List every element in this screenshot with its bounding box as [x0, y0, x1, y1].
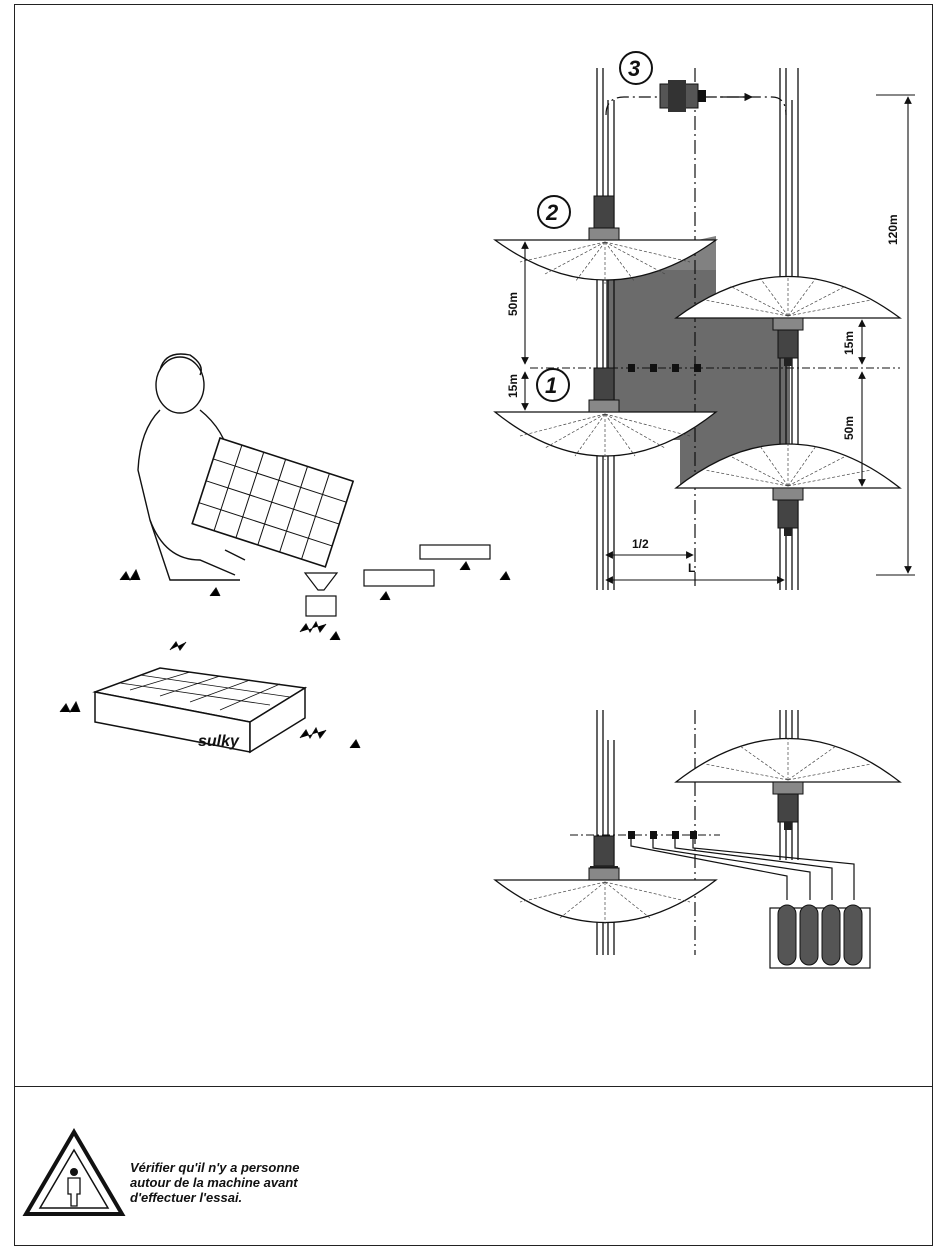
dimension-120m: [876, 95, 915, 575]
svg-text:2: 2: [545, 200, 559, 225]
brand-logo-text: sulky: [198, 733, 240, 750]
svg-text:3: 3: [628, 56, 640, 81]
dim-120m-label: 120m: [886, 214, 900, 245]
spread-test-diagram: 120m 50m 15m 15m 50m 1/2 L 1 2: [0, 0, 936, 1086]
bottom-fan-left: [495, 880, 716, 923]
small-tray-icon: [364, 545, 490, 586]
warning-line-2: autour de la machine avant: [130, 1175, 430, 1190]
marker-3: 3: [620, 52, 652, 84]
section-divider: [14, 1086, 933, 1087]
bottom-tractor-right-icon: [778, 794, 798, 830]
tractor-return-lower-icon: [778, 500, 798, 536]
dim-15m-right-label: 15m: [842, 331, 856, 355]
marker-1: 1: [537, 369, 569, 401]
tray-held-icon: [192, 438, 353, 567]
svg-text:1: 1: [545, 373, 557, 398]
warning-message: Vérifier qu'il n'y a personne autour de …: [130, 1160, 430, 1205]
warning-triangle-icon: [26, 1132, 122, 1214]
dim-half-width-label: 1/2: [632, 537, 649, 551]
dim-50m-right-label: 50m: [842, 416, 856, 440]
warning-line-3: d'effectuer l'essai.: [130, 1190, 430, 1205]
tractor-3-icon: [660, 80, 706, 112]
warning-line-1: Vérifier qu'il n'y a personne: [130, 1160, 430, 1175]
test-tube-rack-icon: [770, 905, 870, 968]
dim-50m-left-label: 50m: [506, 292, 520, 316]
large-tray-icon: sulky: [95, 668, 305, 752]
dim-15m-left-label: 15m: [506, 374, 520, 398]
dim-full-width-label: L: [688, 561, 695, 575]
funnel-icon: [305, 573, 337, 616]
bottom-fan-right: [676, 739, 900, 783]
marker-2: 2: [538, 196, 570, 228]
